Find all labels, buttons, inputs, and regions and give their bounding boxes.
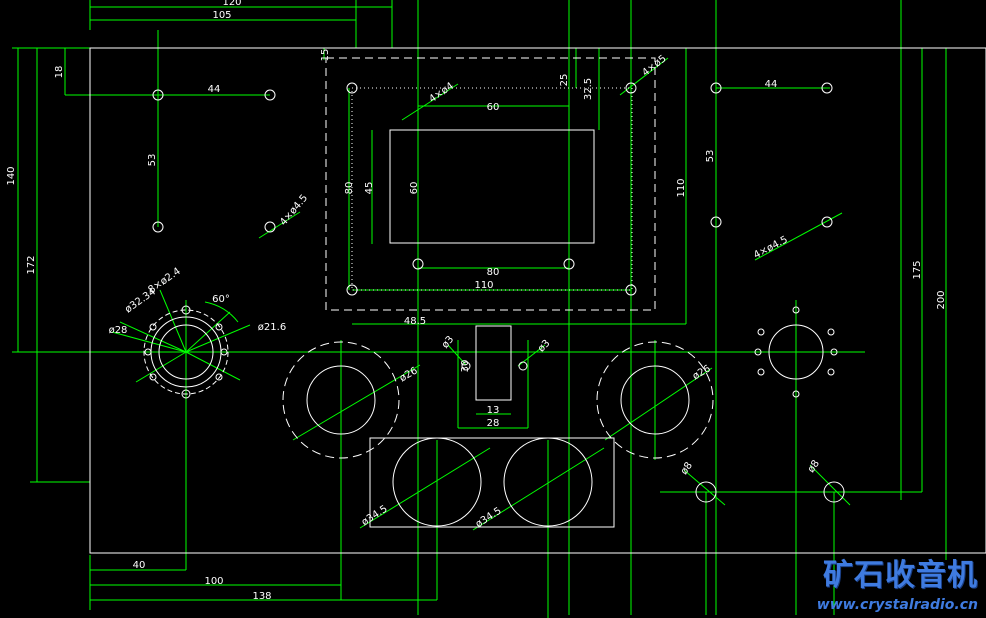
watermark-url: www.crystalradio.cn: [816, 597, 978, 613]
dim-left-18: 18: [54, 66, 65, 79]
chassis-outline: [89, 47, 986, 554]
cap-hole-left: [306, 365, 376, 435]
dim-slot-3a: ø3: [440, 334, 456, 351]
socket-right-pin: [792, 306, 800, 314]
mount-hole: [264, 221, 276, 233]
mount-hole: [625, 82, 637, 94]
socket-right-pin: [827, 328, 835, 336]
dim-right-200: 200: [936, 290, 947, 309]
mount-hole: [412, 258, 424, 270]
dim-left-140: 140: [6, 166, 17, 185]
slot-cutout: [475, 325, 512, 401]
dim-win-15: 15: [320, 49, 331, 62]
dim-win-48-5: 48.5: [404, 316, 426, 327]
watermark-title: 矿石收音机: [823, 558, 978, 593]
socket-right-pin: [792, 390, 800, 398]
mount-hole: [563, 258, 575, 270]
socket-pin-hole: [149, 373, 157, 381]
slot-hole: [518, 361, 528, 371]
dim-tr-holes: 4×ø4.5: [752, 234, 790, 261]
dim-win-60w: 60: [487, 102, 500, 113]
meter-window-dashed: [325, 57, 656, 311]
socket-pin-hole: [181, 305, 191, 315]
socket-right-pin: [757, 328, 765, 336]
dim-win-holes-r: 4×ø5: [640, 53, 668, 78]
socket-pin-hole: [181, 389, 191, 399]
jack-hole-right: [823, 481, 845, 503]
socket-pin-hole: [215, 323, 223, 331]
mount-hole: [346, 82, 358, 94]
dimension-lines: [12, 0, 960, 618]
mount-hole: [821, 82, 833, 94]
mount-hole: [710, 216, 722, 228]
mount-hole: [625, 284, 637, 296]
tube-hole-right: [503, 437, 593, 527]
dim-win-holes: 4×ø4: [427, 81, 456, 106]
mount-hole: [710, 82, 722, 94]
dim-jack-left: ø8: [679, 460, 695, 477]
socket-right-pin: [754, 348, 762, 356]
dim-bot-40: 40: [133, 560, 146, 571]
slot-hole: [461, 361, 471, 371]
mount-hole: [152, 221, 164, 233]
socket-right-pin: [830, 348, 838, 356]
dim-left-172: 172: [26, 255, 37, 274]
mount-hole: [152, 89, 164, 101]
dim-slot-28: 28: [487, 418, 500, 429]
dim-win-60h: 60: [409, 182, 420, 195]
dim-tube-a: ø34.5: [360, 504, 390, 529]
dim-win-80h: 80: [344, 182, 355, 195]
dim-win-110h: 110: [676, 178, 687, 197]
dim-tl-44: 44: [208, 84, 221, 95]
socket-right: [768, 324, 824, 380]
dim-sock-60: 60°: [212, 294, 230, 305]
dim-tr-44: 44: [765, 79, 778, 90]
dim-tr-53: 53: [705, 150, 716, 163]
dim-top-105: 105: [212, 10, 231, 21]
dim-tl-53: 53: [147, 154, 158, 167]
dim-win-25: 25: [559, 74, 570, 87]
scale-window: [389, 129, 595, 244]
dim-bot-100: 100: [204, 576, 223, 587]
dim-win-80w: 80: [487, 267, 500, 278]
mount-hole: [821, 216, 833, 228]
dim-win-32-5: 32.5: [583, 78, 594, 100]
mount-hole: [346, 284, 358, 296]
dim-sock-21: ø21.6: [258, 322, 286, 333]
socket-pin-hole: [215, 373, 223, 381]
dimension-labels: 120 105 140 172 18 44 53 4×ø4.5 15 4×ø4 …: [6, 0, 947, 602]
dim-sock-28: ø28: [109, 325, 128, 336]
socket-right-pin: [757, 368, 765, 376]
tube-hole-left: [392, 437, 482, 527]
tube-panel: [369, 437, 615, 528]
dim-bot-138: 138: [252, 591, 271, 602]
dim-slot-13: 13: [487, 405, 500, 416]
dim-right-175: 175: [912, 260, 923, 279]
socket-right-pin: [827, 368, 835, 376]
dim-win-110w: 110: [474, 280, 493, 291]
cap-hole-right: [620, 365, 690, 435]
dim-tl-holes: 4×ø4.5: [278, 193, 310, 228]
socket-outer: [143, 309, 229, 395]
cap-outer-right: [596, 341, 714, 459]
socket-pin-hole: [144, 348, 152, 356]
dim-sock-32: ø32.34: [123, 286, 158, 315]
dim-top-120: 120: [222, 0, 241, 8]
dim-win-45: 45: [364, 182, 375, 195]
dim-cap-left: ø26: [398, 365, 420, 384]
socket-pin-hole: [220, 348, 228, 356]
socket-pin-hole: [149, 323, 157, 331]
meter-dotted-frame: [351, 87, 633, 291]
cap-outer-left: [282, 341, 400, 459]
dim-jack-right: ø8: [806, 458, 822, 475]
part-outlines: [89, 47, 986, 554]
dim-slot-30: 30: [460, 360, 471, 373]
jack-hole-left: [695, 481, 717, 503]
mount-hole: [264, 89, 276, 101]
socket-bore: [158, 324, 214, 380]
